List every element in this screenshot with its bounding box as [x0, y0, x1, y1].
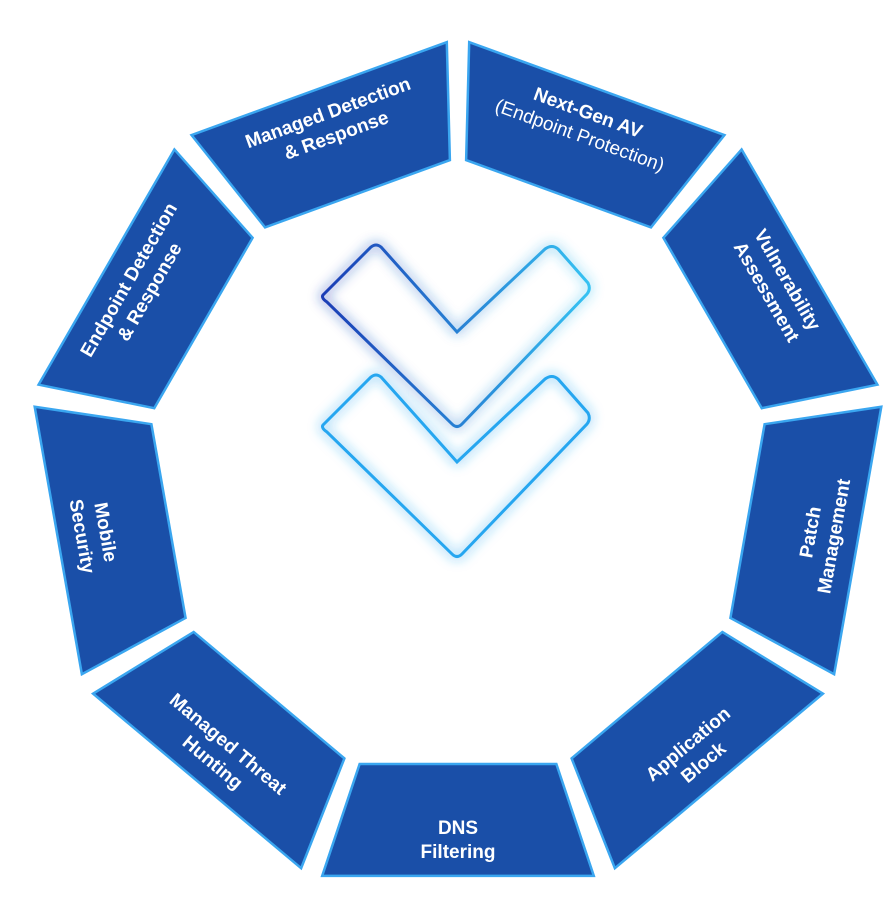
segment-managed-threat-hunting: Managed ThreatHunting: [90, 630, 346, 871]
segment-mobile-security: MobileSecurity: [33, 405, 187, 677]
segment-shape: [90, 630, 346, 871]
segment-patch-management: PatchManagement: [729, 405, 883, 677]
segment-vulnerability-assessment: VulnerabilityAssessment: [661, 147, 880, 410]
segment-shape: [570, 630, 826, 871]
segment-label-line: Filtering: [421, 842, 496, 863]
double-chevron-down-icon: [321, 243, 591, 558]
segment-next-gen-av: Next-Gen AV(Endpoint Protection): [464, 40, 727, 229]
segment-shape: [729, 405, 883, 677]
segment-label: DNS Filtering: [421, 818, 496, 863]
segment-shape: [661, 147, 880, 410]
segment-shape: [36, 147, 255, 410]
segment-shape: [464, 40, 727, 229]
segment-shape: [189, 40, 452, 229]
segment-shape: [33, 405, 187, 677]
segment-label-line: DNS: [438, 818, 478, 839]
segment-endpoint-detection-response: Endpoint Detection& Response: [36, 147, 255, 410]
segment-shape: [320, 762, 596, 878]
segment-dns-filtering: DNS Filtering: [320, 762, 596, 878]
segment-application-block: ApplicationBlock: [570, 630, 826, 871]
segment-managed-detection-response: Managed Detection& Response: [189, 40, 452, 229]
